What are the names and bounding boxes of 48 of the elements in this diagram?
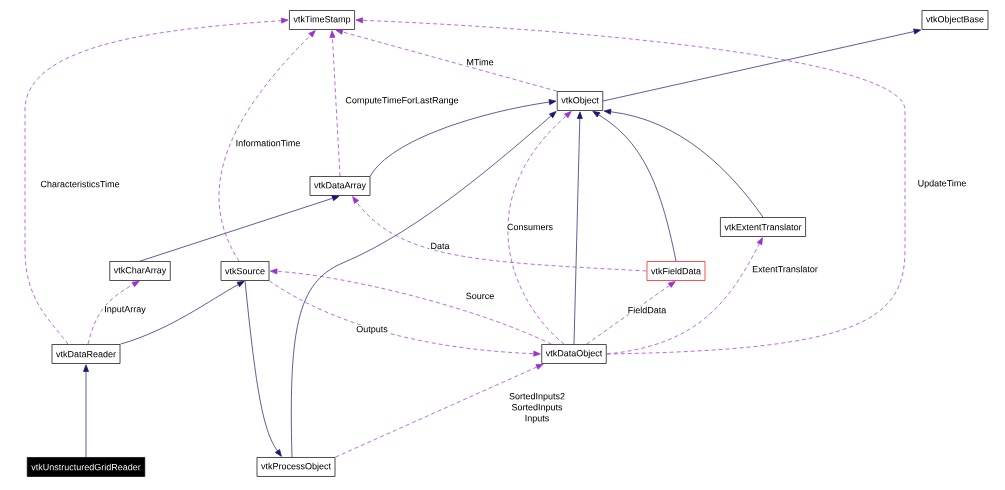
edge-label: SortedInputs2 SortedInputs Inputs	[497, 391, 577, 425]
edge-label: UpdateTime	[916, 178, 968, 190]
edge-label: Consumers	[506, 222, 554, 232]
edge-label: InputArray	[103, 304, 147, 315]
class-box: vtkDataArray	[309, 176, 371, 196]
class-box: vtkDataReader	[51, 344, 121, 364]
class-box: vtkCharArray	[109, 261, 171, 281]
class-box: vtkObjectBase	[921, 10, 989, 30]
arrow	[120, 280, 245, 345]
arrow	[335, 363, 544, 458]
arrow	[352, 196, 647, 272]
edge-label: FieldData	[626, 305, 668, 315]
class-box: vtkExtentTranslator	[720, 217, 806, 237]
arrow	[335, 29, 558, 92]
arrow	[602, 28, 921, 102]
arrow	[603, 108, 764, 218]
edge-label: ComputeTimeForLastRange	[344, 95, 460, 107]
class-box: vtkSource	[220, 261, 270, 281]
arrow	[87, 280, 140, 345]
arrow	[24, 17, 289, 345]
edge-label: Data	[429, 241, 451, 251]
arrow	[606, 237, 763, 355]
arrow	[573, 111, 583, 345]
arrow	[370, 99, 557, 177]
edge-label: Outputs	[355, 324, 389, 336]
arrow	[329, 30, 341, 177]
arrow	[139, 195, 340, 262]
arrow	[244, 280, 282, 457]
class-box: vtkObject	[556, 91, 604, 111]
class-box: vtkProcessObject	[256, 457, 336, 477]
arrow	[586, 281, 676, 345]
edge-label: MTime	[465, 57, 495, 67]
edge-label: ExtentTranslator	[751, 264, 819, 274]
class-box: vtkUnstructuredGridReader	[26, 457, 146, 477]
arrow	[507, 111, 572, 345]
arrow	[269, 280, 541, 357]
class-box: vtkDataObject	[541, 344, 607, 364]
edge-label: CharacteristicsTime	[39, 179, 121, 189]
arrow	[83, 364, 89, 458]
arrow	[355, 17, 906, 355]
arrow	[218, 30, 316, 262]
arrow	[270, 268, 552, 345]
edge-label: Source	[464, 291, 496, 301]
arrow	[291, 111, 557, 458]
arrow	[592, 111, 677, 262]
edge-label: InformationTime	[234, 138, 302, 148]
class-box: vtkTimeStamp	[289, 10, 355, 30]
class-box: vtkFieldData	[646, 261, 706, 281]
